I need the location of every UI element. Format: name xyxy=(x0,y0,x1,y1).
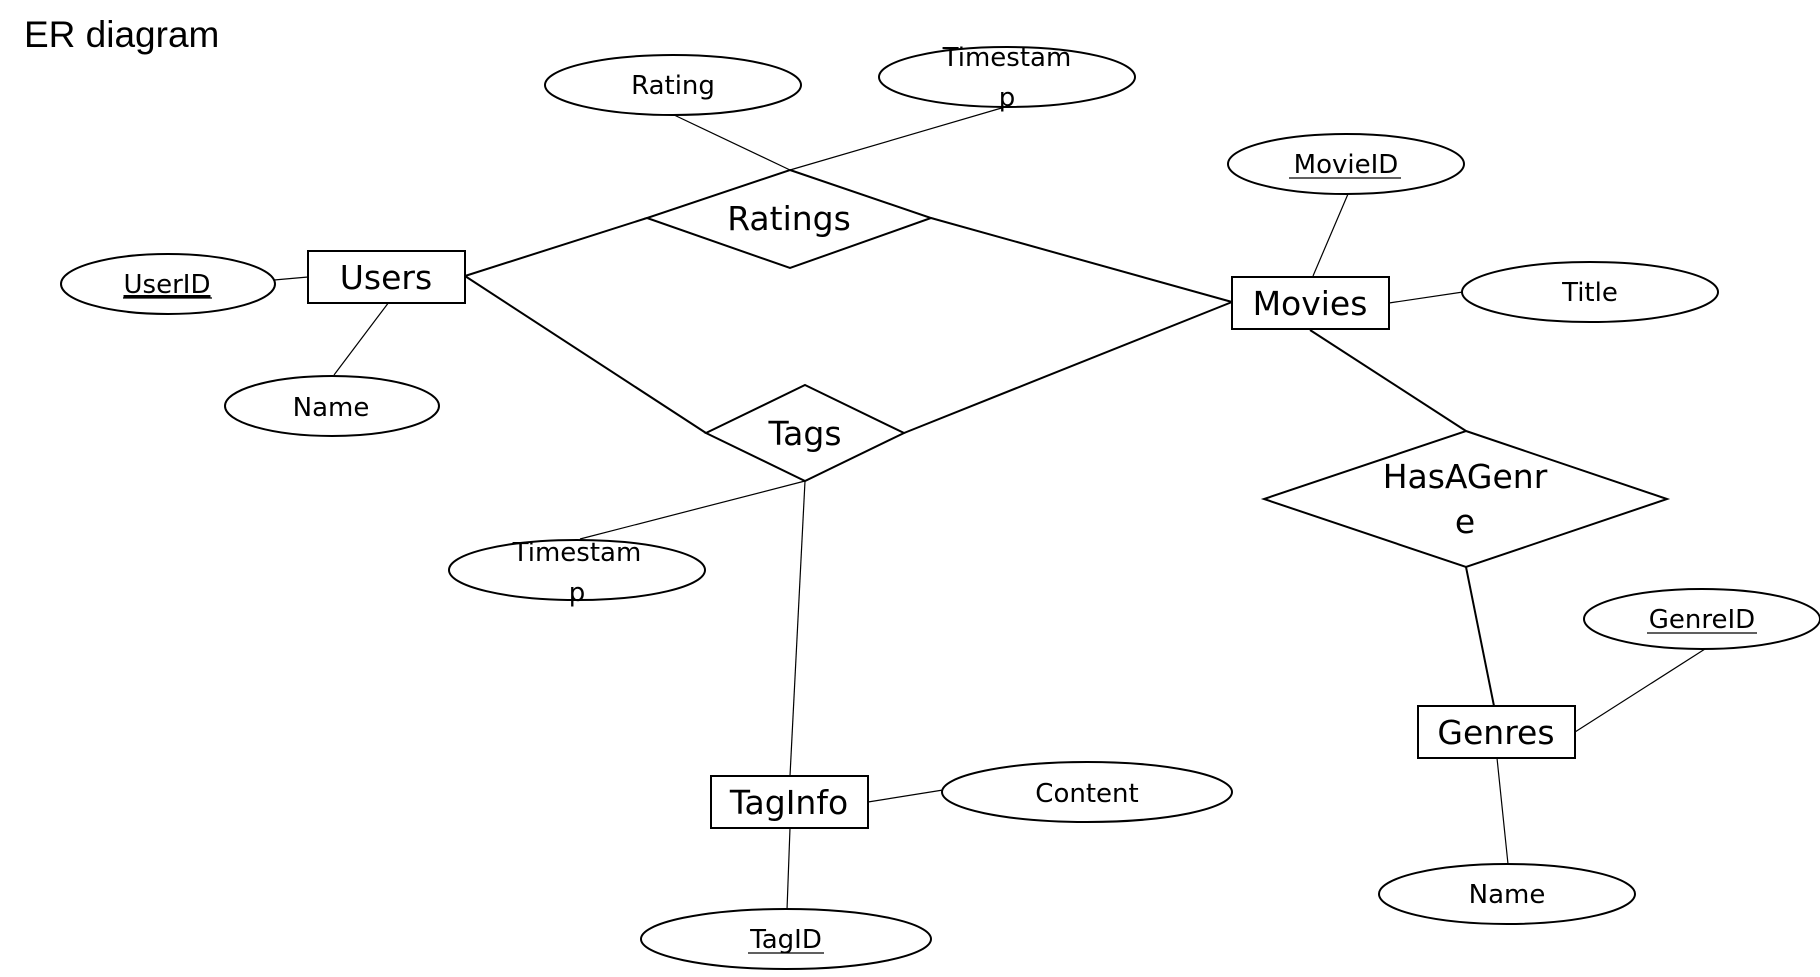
svg-text:p: p xyxy=(999,83,1016,113)
svg-text:Ratings: Ratings xyxy=(727,199,851,238)
diagram-title: ER diagram xyxy=(24,14,220,55)
attribute-tagid: TagID xyxy=(640,908,932,970)
entity-genres: Genres xyxy=(1417,705,1576,759)
entity-movies: Movies xyxy=(1231,276,1390,330)
relationship-tags: Tags xyxy=(703,383,907,483)
connector-ratings-movies xyxy=(930,217,1233,303)
svg-text:TagID: TagID xyxy=(749,925,822,955)
svg-text:Name: Name xyxy=(293,393,370,423)
attribute-userid: UserID xyxy=(60,253,276,315)
relationship-hasagenre: HasAGenr e xyxy=(1260,429,1671,569)
attribute-user-name: Name xyxy=(224,375,440,437)
attribute-tags-timestamp: Timestam p xyxy=(448,538,706,608)
svg-text:Timestam: Timestam xyxy=(942,43,1072,73)
svg-text:Rating: Rating xyxy=(631,71,715,101)
attribute-rating: Rating xyxy=(544,54,802,116)
attribute-content: Content xyxy=(941,761,1233,823)
connector-tags-taginfo xyxy=(789,480,806,777)
connector-name-users xyxy=(333,301,390,376)
entity-users: Users xyxy=(307,250,466,304)
svg-text:HasAGenr: HasAGenr xyxy=(1383,457,1548,496)
connector-taginfo-tagid xyxy=(786,827,791,911)
connector-hasagenre-genres xyxy=(1465,566,1495,707)
connector-genres-name xyxy=(1496,757,1509,865)
connector-users-tags xyxy=(464,275,707,434)
svg-text:Users: Users xyxy=(340,258,432,297)
attribute-ratings-timestamp: Timestam p xyxy=(878,43,1136,113)
connector-title-movies xyxy=(1388,291,1464,304)
svg-text:Genres: Genres xyxy=(1437,713,1554,752)
relationship-ratings: Ratings xyxy=(643,168,935,270)
connector-timestamp-ratings xyxy=(789,106,1006,171)
connectors xyxy=(273,106,1706,911)
connector-movies-hasagenre xyxy=(1309,329,1467,432)
connector-taginfo-content xyxy=(867,789,944,803)
svg-text:Title: Title xyxy=(1561,278,1618,308)
svg-text:GenreID: GenreID xyxy=(1649,605,1755,635)
svg-text:e: e xyxy=(1455,502,1475,541)
attribute-genre-name: Name xyxy=(1378,863,1636,925)
connector-movieid-movies xyxy=(1312,193,1349,277)
svg-text:Tags: Tags xyxy=(767,414,841,453)
connector-tags-movies xyxy=(903,301,1233,434)
svg-text:TagInfo: TagInfo xyxy=(729,783,848,822)
svg-text:Timestam: Timestam xyxy=(512,538,642,568)
svg-text:UserID: UserID xyxy=(124,270,211,300)
connector-userid-users xyxy=(273,276,309,281)
svg-text:Movies: Movies xyxy=(1253,284,1368,323)
connector-users-ratings xyxy=(464,217,648,277)
attribute-title: Title xyxy=(1461,261,1719,323)
svg-text:p: p xyxy=(569,578,586,608)
entity-taginfo: TagInfo xyxy=(710,775,869,829)
connector-rating-ratings xyxy=(671,113,791,171)
svg-text:Content: Content xyxy=(1035,779,1138,809)
attribute-genreid: GenreID xyxy=(1583,588,1820,650)
attribute-movieid: MovieID xyxy=(1227,133,1465,195)
svg-text:MovieID: MovieID xyxy=(1294,150,1399,180)
svg-text:Name: Name xyxy=(1469,880,1546,910)
connector-timestamp-tags xyxy=(579,480,806,540)
connector-genres-genreid xyxy=(1574,648,1706,733)
